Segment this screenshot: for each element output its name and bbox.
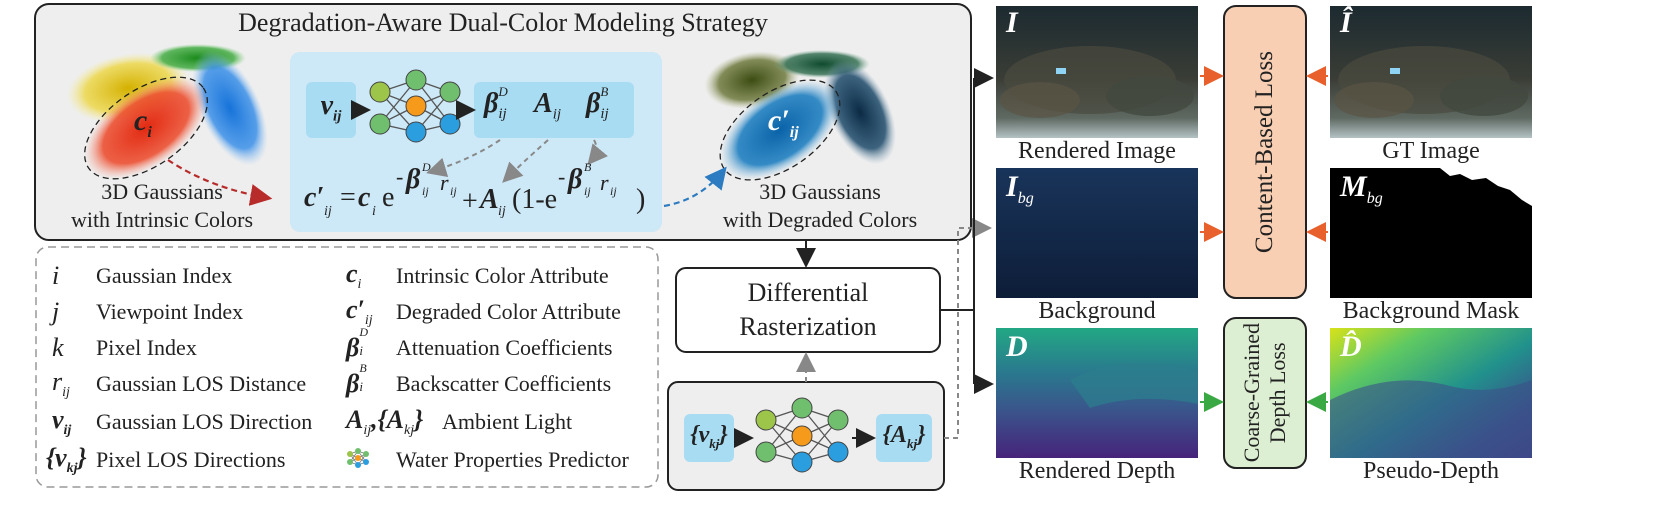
mlp-input-label: vij (320, 90, 342, 125)
background-caption: Background (1038, 298, 1156, 324)
pseudo-depth-caption: Pseudo-Depth (1363, 458, 1499, 484)
cprime-label: c′ij (768, 104, 799, 141)
gt-image-panel (1330, 6, 1532, 138)
content-loss-box (1223, 5, 1307, 299)
strategy-title: Degradation-Aware Dual-Color Modeling St… (238, 8, 768, 37)
depth-caption: Rendered Depth (1018, 458, 1176, 484)
depth-panel (996, 328, 1198, 458)
pseudo-depth-symbol: D̂ (1340, 330, 1362, 363)
gt-image-caption: GT Image (1382, 138, 1480, 164)
mask-caption: Background Mask (1342, 298, 1520, 324)
pseudo-depth-panel (1330, 328, 1532, 458)
legend-item-predictor: Water Properties Predictor (396, 447, 629, 472)
mask-symbol: Mbg (1340, 170, 1383, 207)
legend-box (35, 246, 659, 488)
rendered-image-symbol: I (1006, 6, 1018, 39)
predictor-mini-icon (347, 448, 369, 468)
red-gaussian (84, 77, 208, 179)
navy-gaussian (823, 59, 897, 165)
legend-item-vkj: {vkj}Pixel LOS Directions (46, 442, 286, 477)
output-A: Aij (534, 88, 562, 123)
ci-label: ci (134, 104, 152, 141)
content-loss-label: Content-Based Loss (1251, 50, 1278, 254)
gt-image-symbol: Î (1340, 6, 1352, 39)
teal-gaussian (720, 80, 840, 180)
rendered-image-panel (996, 6, 1198, 138)
mlp-output-bg (474, 82, 634, 138)
background-symbol: Ibg (1006, 170, 1034, 207)
blue-gaussian (192, 50, 268, 166)
depth-symbol: D (1006, 330, 1028, 363)
background-panel (996, 168, 1198, 298)
degradation-formula: c′ ij = c i e - β D ij r ij + A ij (1-e … (304, 160, 646, 219)
predictor-input: {vkj} (690, 422, 728, 451)
mask-panel (1330, 168, 1532, 298)
predictor-output: {Akj} (882, 422, 926, 451)
rendered-image-caption: Rendered Image (1018, 138, 1176, 164)
mlp-input-bg (306, 82, 356, 138)
legend-item-ambient: Aij,{Akj}Ambient Light (346, 404, 573, 439)
